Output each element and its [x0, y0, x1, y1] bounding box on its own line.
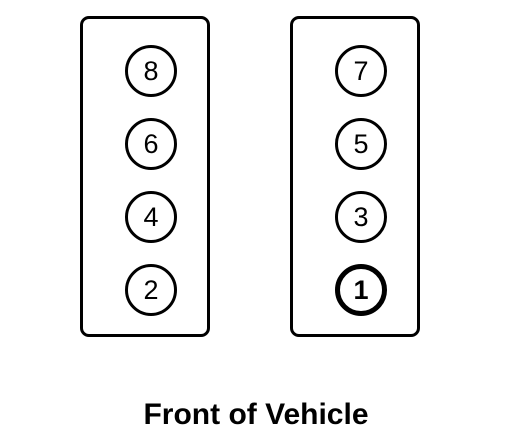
cylinder-1: 1: [335, 264, 387, 316]
cylinder-bank-left: 8 6 4 2: [80, 16, 210, 337]
cylinder-7: 7: [335, 45, 387, 97]
cylinder-4: 4: [125, 191, 177, 243]
cylinder-bank-right: 7 5 3 1: [290, 16, 420, 337]
cylinder-6: 6: [125, 118, 177, 170]
cylinder-3: 3: [335, 191, 387, 243]
cylinder-2: 2: [125, 264, 177, 316]
cylinder-8: 8: [125, 45, 177, 97]
front-of-vehicle-caption: Front of Vehicle: [143, 398, 369, 431]
cylinder-5: 5: [335, 118, 387, 170]
